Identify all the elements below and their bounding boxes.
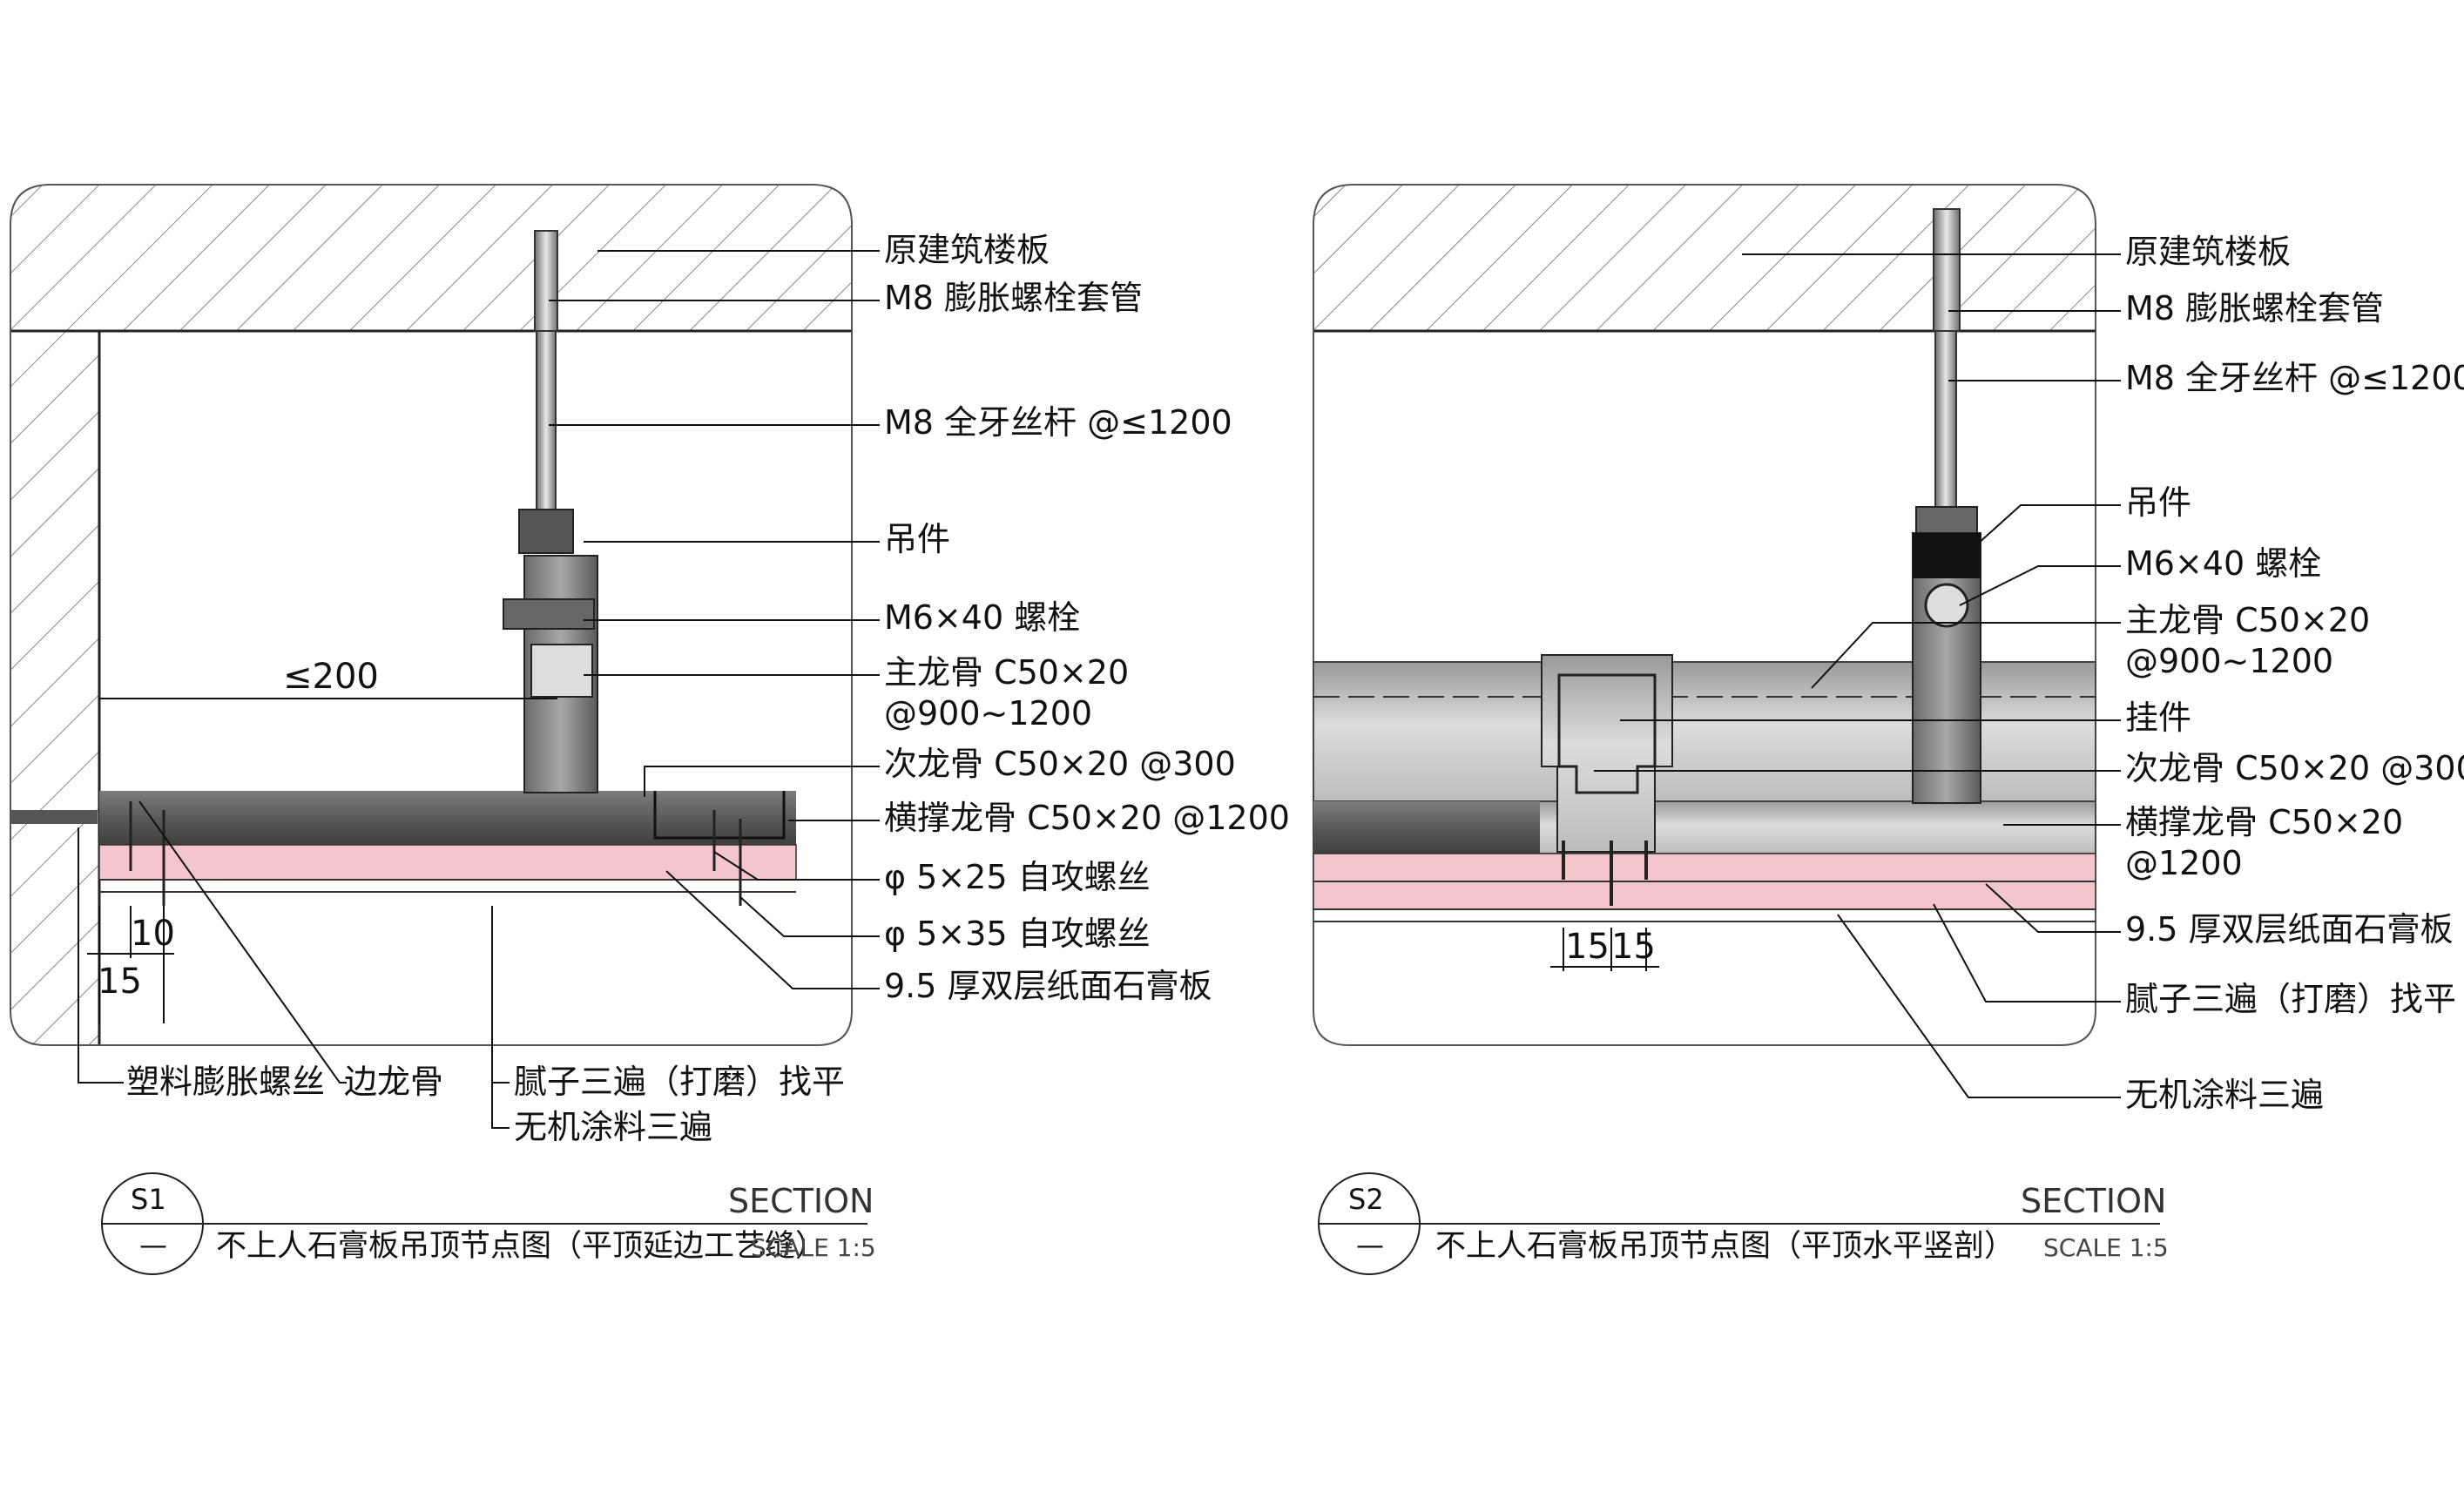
s1-detail: 原建筑楼板 M8 膨胀螺栓套管 M8 全牙丝杆 @≤1200 吊件 M6×40 … <box>10 184 1290 1275</box>
s2-label-hanger: 吊件 <box>2125 483 2191 522</box>
s1-label-slab: 原建筑楼板 <box>884 231 1050 269</box>
s2-title-dash: — <box>1356 1228 1384 1261</box>
s2-label-cross-keel-spacing: @1200 <box>2125 844 2243 882</box>
s2-dimension-marks <box>1550 928 1659 971</box>
s1-label-gypsum-board: 9.5 厚双层纸面石膏板 <box>884 967 1212 1005</box>
s1-title-caption: 不上人石膏板吊顶节点图（平顶延边工艺缝） <box>216 1229 826 1264</box>
s2-clip <box>1541 654 1673 906</box>
s2-title-caption: 不上人石膏板吊顶节点图（平顶水平竖剖） <box>1435 1229 2015 1264</box>
s2-label-secondary-keel: 次龙骨 C50×20 @300 <box>2125 749 2464 787</box>
s2-dim-15b: 15 <box>1611 927 1656 967</box>
s1-label-main-keel: 主龙骨 C50×20 <box>884 653 1129 692</box>
s2-label-putty: 腻子三遍（打磨）找平 <box>2125 980 2456 1018</box>
s2-title-section: SECTION <box>2021 1182 2166 1220</box>
s2-label-main-keel: 主龙骨 C50×20 <box>2125 601 2370 639</box>
s2-label-sleeve: M8 膨胀螺栓套管 <box>2125 289 2384 327</box>
s1-label-plastic-anchor: 塑料膨胀螺丝 <box>126 1063 325 1101</box>
s1-label-putty: 腻子三遍（打磨）找平 <box>514 1063 845 1101</box>
s1-title-block: S1 — SECTION 不上人石膏板吊顶节点图（平顶延边工艺缝） SCALE … <box>101 1172 876 1275</box>
s1-title-section: SECTION <box>728 1182 874 1220</box>
s1-label-edge-keel: 边龙骨 <box>344 1063 443 1101</box>
s1-label-bolt: M6×40 螺栓 <box>884 598 1080 637</box>
s1-label-coating: 无机涂料三遍 <box>514 1108 712 1146</box>
s1-secondary-keel <box>10 791 786 906</box>
s2-title-id: S2 <box>1348 1183 1384 1216</box>
s1-ceiling-layers <box>98 791 797 893</box>
s2-label-main-keel-spacing: @900~1200 <box>2125 642 2333 680</box>
s2-label-cross-keel: 横撑龙骨 C50×20 <box>2125 803 2403 841</box>
s1-label-screw-25: φ 5×25 自攻螺丝 <box>884 858 1151 896</box>
s1-label-screw-35: φ 5×35 自攻螺丝 <box>884 915 1151 953</box>
s2-dim-15a: 15 <box>1565 927 1610 967</box>
s1-dim-10: 10 <box>131 914 175 954</box>
s2-label-coating: 无机涂料三遍 <box>2125 1076 2324 1114</box>
s2-label-slab: 原建筑楼板 <box>2125 233 2291 271</box>
s1-label-sleeve: M8 膨胀螺栓套管 <box>884 279 1143 317</box>
s1-dimension-marks <box>87 906 174 1023</box>
s1-title-id: S1 <box>131 1183 166 1216</box>
s2-label-bolt: M6×40 螺栓 <box>2125 544 2321 583</box>
s1-title-scale: SCALE 1:5 <box>751 1233 876 1262</box>
s1-dim-max-span: ≤200 <box>283 657 379 697</box>
s2-label-rod: M8 全牙丝杆 @≤1200 <box>2125 359 2464 397</box>
s1-label-secondary-keel: 次龙骨 C50×20 @300 <box>884 745 1236 783</box>
s1-dim-15: 15 <box>98 962 142 1002</box>
s2-label-clip: 挂件 <box>2125 699 2191 737</box>
s2-leader-lines <box>1594 253 2121 1098</box>
s1-concrete-slab <box>10 184 853 1046</box>
s1-label-hanger: 吊件 <box>884 520 950 558</box>
s2-concrete-slab <box>1313 184 2096 1046</box>
s1-label-cross-keel: 横撑龙骨 C50×20 @1200 <box>884 799 1290 837</box>
s2-title-block: S2 — SECTION 不上人石膏板吊顶节点图（平顶水平竖剖） SCALE 1… <box>1318 1172 2169 1275</box>
s2-hanger-assembly <box>1912 208 1981 804</box>
s2-detail: 原建筑楼板 M8 膨胀螺栓套管 M8 全牙丝杆 @≤1200 吊件 M6×40 … <box>1313 184 2464 1275</box>
s1-label-main-keel-spacing: @900~1200 <box>884 694 1092 732</box>
s1-leader-lines <box>78 250 880 1129</box>
s1-title-dash: — <box>139 1228 167 1261</box>
s2-label-gypsum-board: 9.5 厚双层纸面石膏板 <box>2125 910 2454 949</box>
s2-title-scale: SCALE 1:5 <box>2043 1233 2169 1262</box>
s1-label-rod: M8 全牙丝杆 @≤1200 <box>884 403 1232 442</box>
